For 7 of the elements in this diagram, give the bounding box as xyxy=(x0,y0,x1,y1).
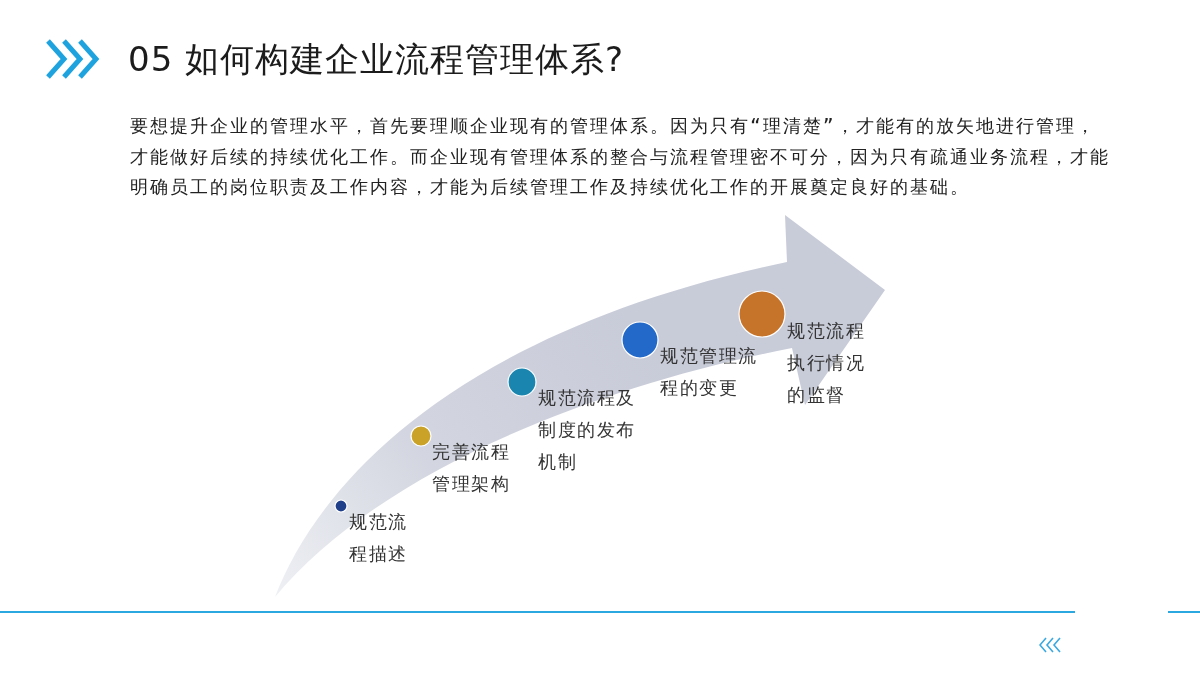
step-label: 完善流程管理架构 xyxy=(432,440,512,496)
slide-title: 05 如何构建企业流程管理体系? xyxy=(128,38,625,81)
step-label: 规范流程及制度的发布机制 xyxy=(538,386,637,474)
step-label: 规范流程描述 xyxy=(349,510,409,566)
intro-paragraph: 要想提升企业的管理水平，首先要理顺企业现有的管理体系。因为只有“理清楚”，才能有的放矢地进行管理，才能做好后续的持续优化工作。而企业现有管理体系的整合与流程管理密不可分，因为只有疏通业务流程，才能明确员工的岗位职责及工作内容，才能为后续管理工作及持续优化工作的开展奠定良好的基础。 xyxy=(130,114,1111,199)
step-label: 规范流程执行情况的监督 xyxy=(787,319,867,407)
step-label: 规范管理流程的变更 xyxy=(660,344,759,400)
